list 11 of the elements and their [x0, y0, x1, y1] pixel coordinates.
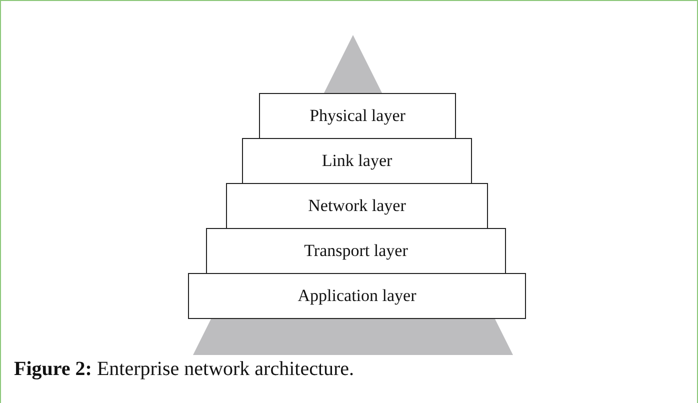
layer-box	[206, 228, 506, 274]
layer-label: Physical layer	[310, 106, 406, 126]
layer-label: Link layer	[322, 151, 392, 171]
layer-label: Network layer	[308, 196, 406, 216]
figure-caption: Figure 2: Enterprise network architecture.	[14, 358, 354, 381]
layer-box	[242, 138, 472, 184]
layer-box	[226, 183, 488, 229]
layer-label: Application layer	[298, 286, 416, 306]
layer-label: Transport layer	[304, 241, 408, 261]
layer-box	[188, 273, 526, 319]
layer-box	[259, 93, 456, 139]
